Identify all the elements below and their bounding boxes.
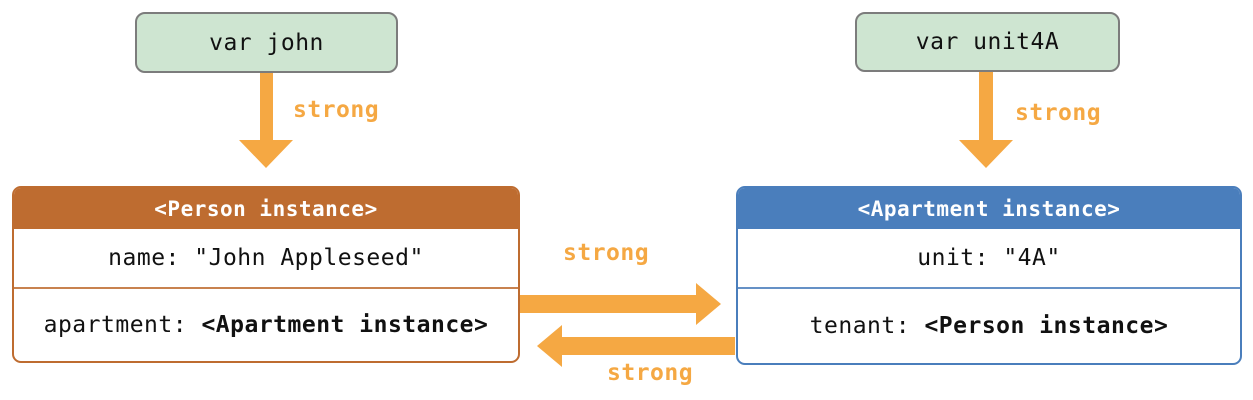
strong-label-person-to-apartment: strong [563, 240, 650, 266]
apartment-tenant-row: tenant: <Person instance> [738, 287, 1240, 363]
arrow-shaft [979, 72, 993, 141]
arrow-head-icon [696, 283, 721, 325]
arrow-shaft [520, 295, 697, 313]
strong-label-john: strong [293, 97, 380, 123]
apartment-box-title: <Apartment instance> [738, 188, 1240, 229]
person-instance-box: <Person instance> name: "John Appleseed"… [12, 186, 520, 363]
arrow-shaft [561, 337, 735, 355]
arrow-shaft [260, 73, 273, 141]
var-john-label: var john [209, 29, 324, 56]
apartment-tenant-prefix: tenant: [809, 313, 925, 339]
arrow-head-icon [959, 140, 1013, 168]
strong-label-unit4a: strong [1015, 100, 1102, 126]
apartment-unit-row: unit: "4A" [917, 245, 1061, 271]
person-apartment-value: <Apartment instance> [201, 312, 489, 338]
person-box-title: <Person instance> [14, 188, 518, 229]
person-apartment-row: apartment: <Apartment instance> [14, 287, 518, 361]
arrow-head-icon [239, 140, 293, 168]
apartment-instance-box: <Apartment instance> unit: "4A" tenant: … [736, 186, 1242, 365]
var-john-box: var john [135, 12, 398, 73]
var-unit4a-box: var unit4A [855, 12, 1120, 72]
arrow-head-icon [537, 325, 562, 367]
apartment-tenant-value: <Person instance> [924, 313, 1169, 339]
strong-label-apartment-to-person: strong [607, 360, 694, 386]
var-unit4a-label: var unit4A [915, 29, 1060, 55]
person-apartment-prefix: apartment: [43, 312, 202, 338]
person-name-row: name: "John Appleseed" [108, 245, 424, 271]
